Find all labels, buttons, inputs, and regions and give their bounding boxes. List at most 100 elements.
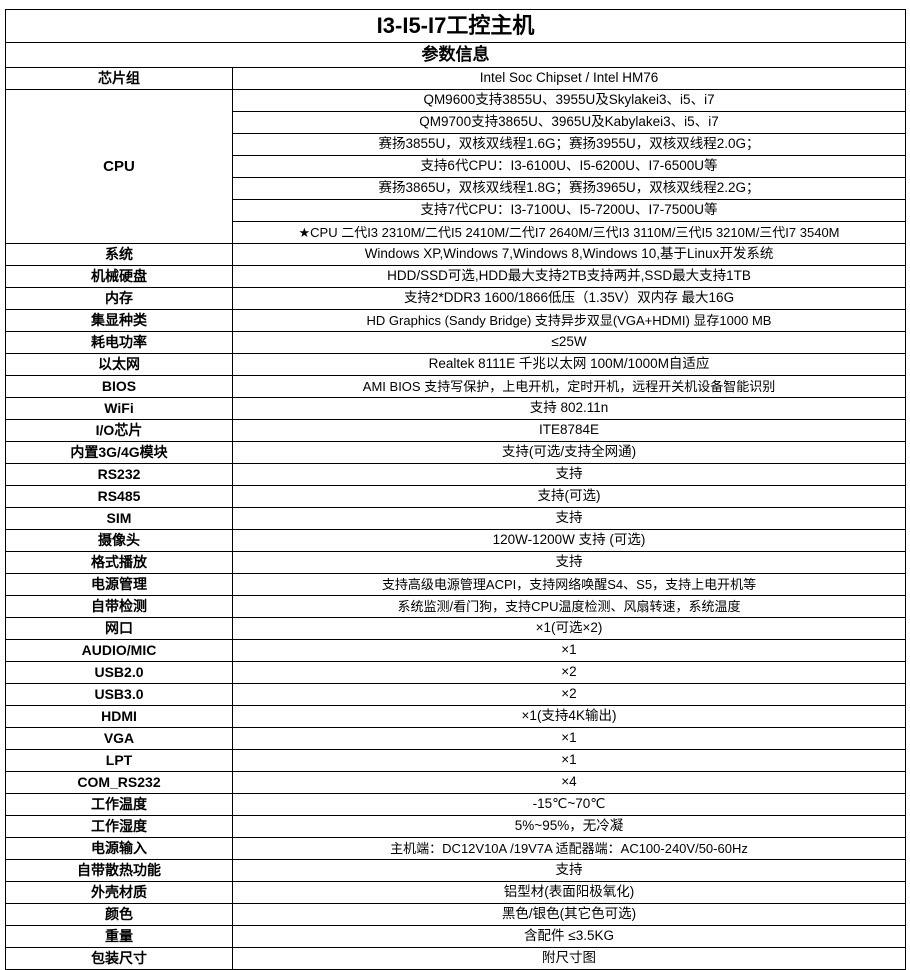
- row-label: 机械硬盘: [5, 265, 233, 288]
- row-label: 耗电功率: [5, 331, 233, 354]
- row-label: USB2.0: [5, 661, 233, 684]
- table-row: USB3.0 ×2: [5, 683, 907, 706]
- table-row: 芯片组 Intel Soc Chipset / Intel HM76: [5, 67, 907, 90]
- row-label: 格式播放: [5, 551, 233, 574]
- row-label: 电源管理: [5, 573, 233, 596]
- table-row: 电源管理 支持高级电源管理ACPI，支持网络唤醒S4、S5，支持上电开机等: [5, 573, 907, 596]
- row-value: ×1(可选×2): [231, 617, 907, 640]
- table-row: 自带散热功能 支持: [5, 859, 907, 882]
- page-title: I3-I5-I7工控主机: [4, 9, 907, 43]
- row-value: 支持(可选): [231, 485, 907, 508]
- row-value: 赛扬3865U，双核双线程1.8G；赛扬3965U，双核双线程2.2G；: [231, 177, 907, 200]
- row-value: 120W-1200W 支持 (可选): [231, 529, 907, 552]
- row-label: 重量: [5, 925, 233, 948]
- row-label: WiFi: [5, 397, 233, 420]
- row-label: USB3.0: [5, 683, 233, 706]
- table-row: AUDIO/MIC ×1: [5, 639, 907, 662]
- row-value: 附尺寸图: [231, 947, 907, 970]
- row-label: 芯片组: [5, 67, 233, 90]
- title-row: I3-I5-I7工控主机: [4, 9, 907, 43]
- row-value: 支持高级电源管理ACPI，支持网络唤醒S4、S5，支持上电开机等: [231, 573, 907, 596]
- row-value: 5%~95%，无冷凝: [231, 815, 907, 838]
- row-label: 摄像头: [5, 529, 233, 552]
- row-value: 支持: [231, 463, 907, 486]
- row-label: LPT: [5, 749, 233, 772]
- row-label: 以太网: [5, 353, 233, 376]
- row-value: 系统监测/看门狗，支持CPU温度检测、风扇转速，系统温度: [231, 595, 907, 618]
- table-row: BIOS AMI BIOS 支持写保护，上电开机，定时开机，远程开关机设备智能识…: [5, 375, 907, 398]
- row-value: 支持6代CPU：I3-6100U、I5-6200U、I7-6500U等: [231, 155, 907, 178]
- section-header: 参数信息: [4, 42, 907, 68]
- row-value: ×2: [231, 683, 907, 706]
- spec-sheet: I3-I5-I7工控主机 参数信息 芯片组 Intel Soc Chipset …: [4, 9, 907, 970]
- row-value: HD Graphics (Sandy Bridge) 支持异步双显(VGA+HD…: [231, 309, 907, 332]
- table-row: 耗电功率 ≤25W: [5, 331, 907, 354]
- row-label: HDMI: [5, 705, 233, 728]
- table-row: 包装尺寸 附尺寸图: [5, 947, 907, 970]
- table-body: I3-I5-I7工控主机 参数信息 芯片组 Intel Soc Chipset …: [4, 9, 907, 970]
- row-label: 内存: [5, 287, 233, 310]
- table-row: VGA ×1: [5, 727, 907, 750]
- row-value: ITE8784E: [231, 419, 907, 442]
- row-value: QM9600支持3855U、3955U及Skylakei3、i5、i7: [231, 89, 907, 112]
- row-value: 支持: [231, 859, 907, 882]
- table-row: I/O芯片 ITE8784E: [5, 419, 907, 442]
- table-row: 工作湿度 5%~95%，无冷凝: [5, 815, 907, 838]
- row-value: -15℃~70℃: [231, 793, 907, 816]
- table-row: 内置3G/4G模块 支持(可选/支持全网通): [5, 441, 907, 464]
- row-value: QM9700支持3865U、3965U及Kabylakei3、i5、i7: [231, 111, 907, 134]
- row-value: 支持2*DDR3 1600/1866低压（1.35V）双内存 最大16G: [231, 287, 907, 310]
- table-row: SIM 支持: [5, 507, 907, 530]
- row-value: Realtek 8111E 千兆以太网 100M/1000M自适应: [231, 353, 907, 376]
- row-label-cpu: CPU: [5, 89, 233, 244]
- row-label: 工作湿度: [5, 815, 233, 838]
- row-label: 自带检测: [5, 595, 233, 618]
- row-label: RS232: [5, 463, 233, 486]
- table-row: LPT ×1: [5, 749, 907, 772]
- table-row: 机械硬盘 HDD/SSD可选,HDD最大支持2TB支持两并,SSD最大支持1TB: [5, 265, 907, 288]
- row-value: ×1: [231, 639, 907, 662]
- table-row: HDMI ×1(支持4K输出): [5, 705, 907, 728]
- row-value: 支持7代CPU：I3-7100U、I5-7200U、I7-7500U等: [231, 199, 907, 222]
- table-row: COM_RS232 ×4: [5, 771, 907, 794]
- row-value: 主机端：DC12V10A /19V7A 适配器端：AC100-240V/50-6…: [231, 837, 907, 860]
- table-row: 自带检测 系统监测/看门狗，支持CPU温度检测、风扇转速，系统温度: [5, 595, 907, 618]
- table-row: 网口 ×1(可选×2): [5, 617, 907, 640]
- row-value: ≤25W: [231, 331, 907, 354]
- row-label: 系统: [5, 243, 233, 266]
- row-label: 外壳材质: [5, 881, 233, 904]
- specification-table: I3-I5-I7工控主机 参数信息 芯片组 Intel Soc Chipset …: [4, 9, 907, 970]
- subtitle-row: 参数信息: [4, 42, 907, 68]
- table-row: 内存 支持2*DDR3 1600/1866低压（1.35V）双内存 最大16G: [5, 287, 907, 310]
- row-value: 支持: [231, 551, 907, 574]
- table-row: RS232 支持: [5, 463, 907, 486]
- row-label: 包装尺寸: [5, 947, 233, 970]
- row-value-cpu-generations: ★CPU 二代I3 2310M/二代I5 2410M/二代I7 2640M/三代…: [231, 221, 907, 244]
- table-row: 格式播放 支持: [5, 551, 907, 574]
- row-label: I/O芯片: [5, 419, 233, 442]
- row-label: 内置3G/4G模块: [5, 441, 233, 464]
- table-row: 外壳材质 铝型材(表面阳极氧化): [5, 881, 907, 904]
- table-row: WiFi 支持 802.11n: [5, 397, 907, 420]
- row-label: VGA: [5, 727, 233, 750]
- row-label: 电源输入: [5, 837, 233, 860]
- table-row: 以太网 Realtek 8111E 千兆以太网 100M/1000M自适应: [5, 353, 907, 376]
- table-row: 颜色 黑色/银色(其它色可选): [5, 903, 907, 926]
- table-row: 支持7代CPU：I3-7100U、I5-7200U、I7-7500U等: [6, 199, 907, 222]
- row-label: AUDIO/MIC: [5, 639, 233, 662]
- table-row: 工作温度 -15℃~70℃: [5, 793, 907, 816]
- row-label: BIOS: [5, 375, 233, 398]
- row-value: 含配件 ≤3.5KG: [231, 925, 907, 948]
- row-value: HDD/SSD可选,HDD最大支持2TB支持两并,SSD最大支持1TB: [231, 265, 907, 288]
- row-label: 自带散热功能: [5, 859, 233, 882]
- table-row: RS485 支持(可选): [5, 485, 907, 508]
- row-label: COM_RS232: [5, 771, 233, 794]
- table-row: 集显种类 HD Graphics (Sandy Bridge) 支持异步双显(V…: [5, 309, 907, 332]
- row-label: SIM: [5, 507, 233, 530]
- row-value: 赛扬3855U，双核双线程1.6G；赛扬3955U，双核双线程2.0G；: [231, 133, 907, 156]
- row-value: 支持: [231, 507, 907, 530]
- row-label: 集显种类: [5, 309, 233, 332]
- row-value: ×1: [231, 727, 907, 750]
- row-label: RS485: [5, 485, 233, 508]
- row-label: 网口: [5, 617, 233, 640]
